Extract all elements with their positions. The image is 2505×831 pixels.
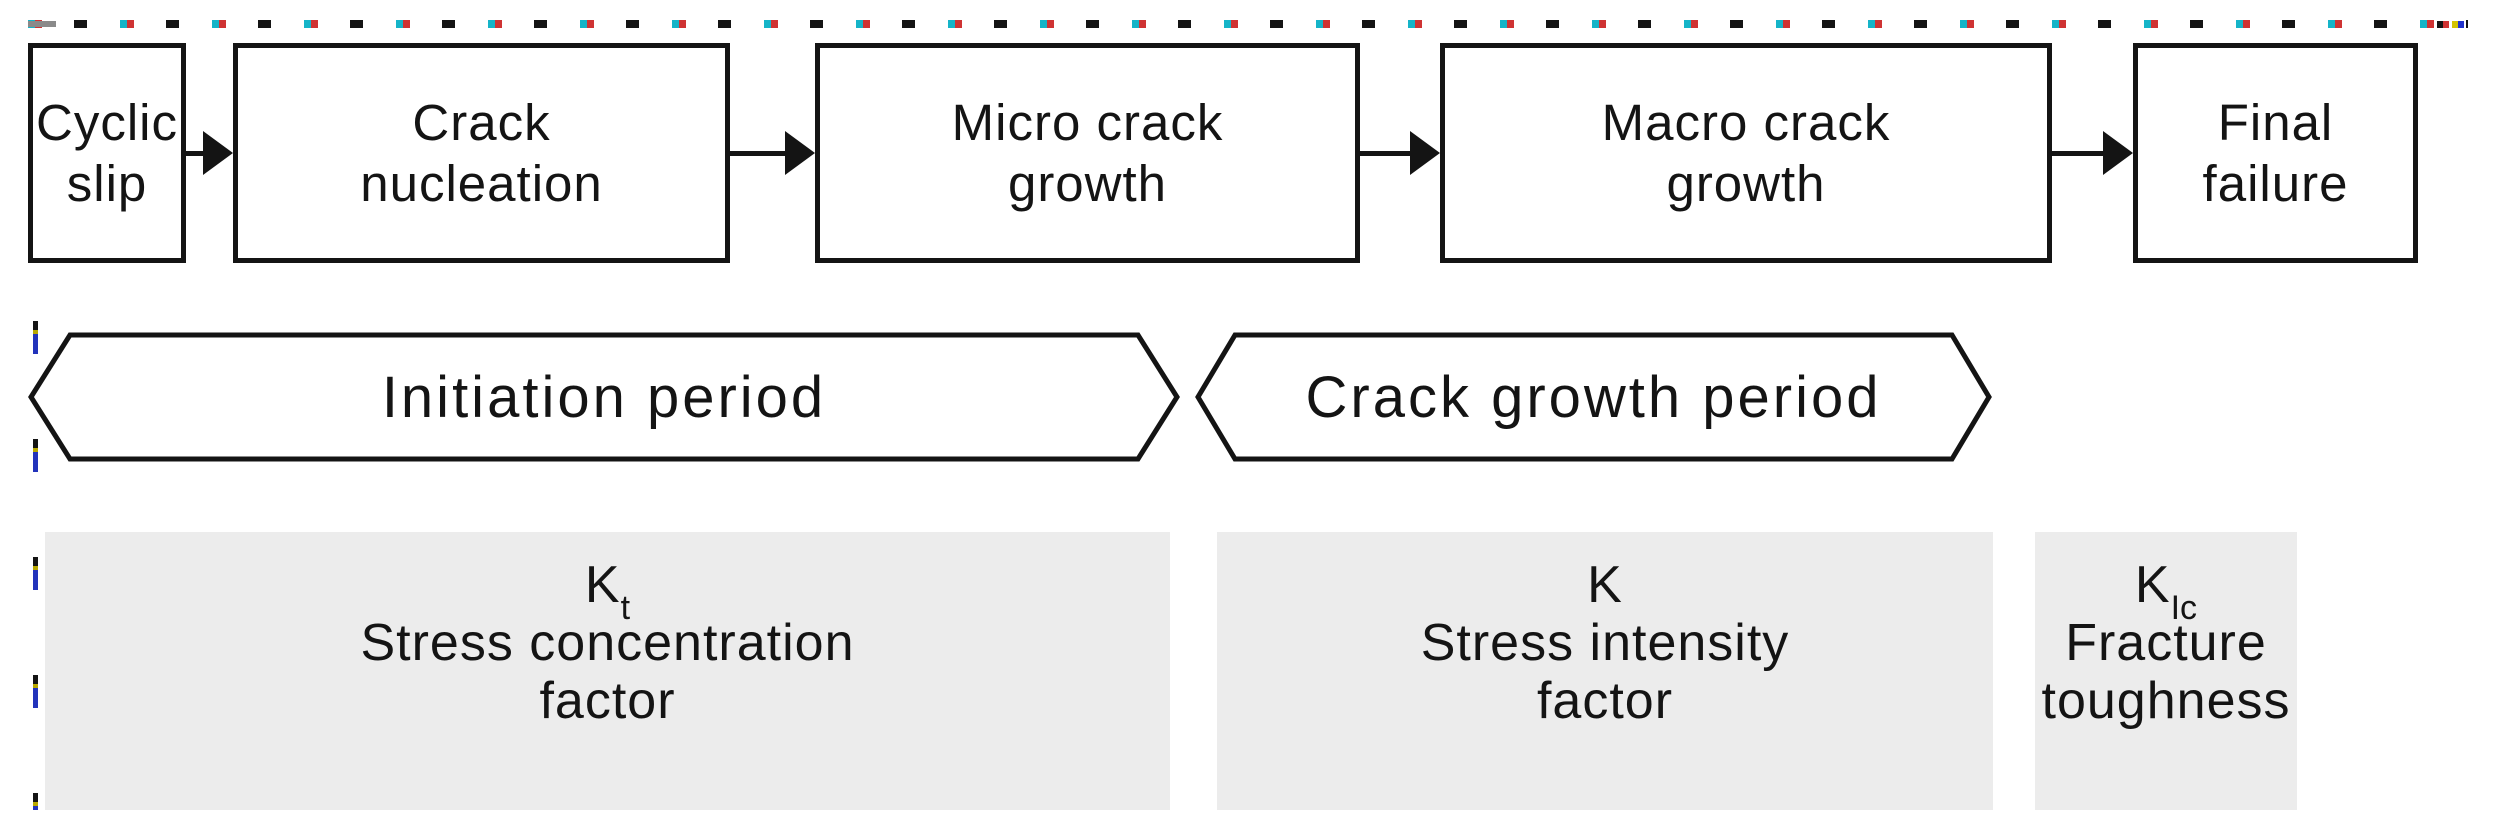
step-label-line: growth <box>1666 155 1826 212</box>
step-label-line: Final <box>2217 94 2334 151</box>
step-label-line: Macro crack <box>1601 94 1891 151</box>
arrow-shaft <box>1360 150 1410 156</box>
factor-name-line: Stress intensity <box>1420 614 1790 672</box>
arrow-head <box>785 131 815 175</box>
step-label-line: Crack <box>412 94 551 151</box>
factor-symbol-base: K <box>2134 556 2171 614</box>
factor-name-line: toughness <box>2041 672 2291 730</box>
factor-symbol-base: K <box>584 556 621 614</box>
factor-symbol: KIc <box>2035 556 2297 625</box>
step-box-cyclic-slip: Cyclic slip <box>28 43 186 263</box>
flow-arrow <box>730 131 815 175</box>
flow-arrow <box>1360 131 1440 175</box>
step-label-line: growth <box>1007 155 1168 212</box>
arrow-head <box>1410 131 1440 175</box>
factor-box-fracture-toughness: KIc Fracture toughness <box>2035 532 2297 810</box>
dashed-selection-border-top <box>28 20 2468 28</box>
arrow-shaft <box>730 150 785 156</box>
period-banner-crack-growth: Crack growth period <box>1195 332 1992 462</box>
factor-name-line: factor <box>1536 672 1674 730</box>
dashed-selection-border-left <box>33 85 38 810</box>
step-box-micro-crack-growth: Micro crack growth <box>815 43 1360 263</box>
step-box-crack-nucleation: Crack nucleation <box>233 43 730 263</box>
factor-symbol: Kt <box>45 556 1170 625</box>
factor-name-line: Fracture <box>2065 614 2267 672</box>
dash-artifact <box>28 21 56 27</box>
hexagon-shape <box>28 332 1180 462</box>
step-box-final-failure: Final failure <box>2133 43 2418 263</box>
hexagon-shape <box>1195 332 1992 462</box>
dash-artifact <box>2452 21 2464 28</box>
period-label: Initiation period <box>381 364 827 430</box>
step-box-macro-crack-growth: Macro crack growth <box>1440 43 2052 263</box>
step-label-line: failure <box>2202 155 2349 212</box>
flow-arrow <box>186 131 233 175</box>
factor-symbol: K <box>1217 556 1993 614</box>
factor-box-stress-intensity: K Stress intensity factor <box>1217 532 1993 810</box>
factor-symbol-subscript: t <box>620 589 631 628</box>
step-label-line: Cyclic <box>36 94 178 151</box>
period-label: Crack growth period <box>1305 364 1882 430</box>
arrow-head <box>2103 131 2133 175</box>
factor-symbol-base: K <box>1587 556 1623 614</box>
arrow-head <box>203 131 233 175</box>
step-label-line: slip <box>66 155 148 212</box>
step-label-line: Micro crack <box>951 94 1224 151</box>
flow-arrow <box>2052 131 2133 175</box>
arrow-shaft <box>2052 150 2103 156</box>
factor-name-line: Stress concentration <box>360 614 855 672</box>
step-label-line: nucleation <box>360 155 603 212</box>
dash-artifact <box>2437 21 2449 28</box>
factor-symbol-subscript: Ic <box>2170 589 2198 628</box>
arrow-shaft <box>186 150 203 156</box>
period-banner-initiation: Initiation period <box>28 332 1180 462</box>
factor-name-line: factor <box>539 672 676 730</box>
factor-box-stress-concentration: Kt Stress concentration factor <box>45 532 1170 810</box>
